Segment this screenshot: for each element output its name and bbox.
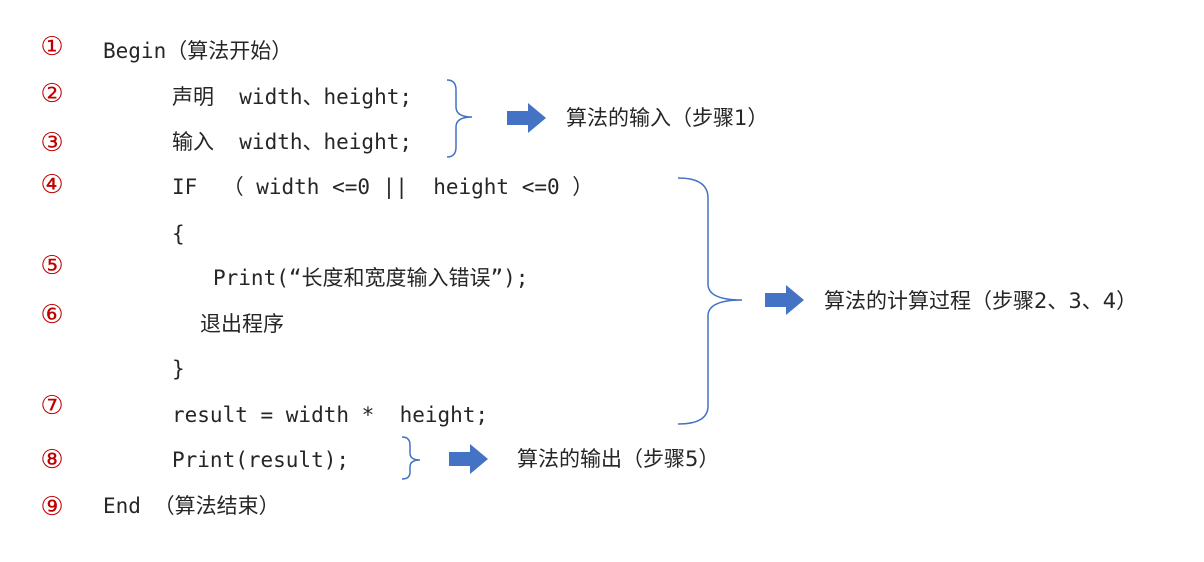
output-arrow [449, 444, 488, 474]
code-line-open-brace: { [172, 222, 185, 246]
step-number-3: ③ [40, 128, 64, 158]
step-number-5: ⑤ [40, 251, 64, 281]
step-number-8: ⑧ [40, 445, 64, 475]
step-number-2: ② [40, 79, 64, 109]
step-number-6: ⑥ [40, 300, 64, 330]
code-line-result: result = width * height; [172, 403, 489, 427]
annotation-process: 算法的计算过程（步骤2、3、4） [824, 289, 1138, 313]
step-number-1: ① [40, 32, 64, 62]
code-line-close-brace: } [172, 357, 185, 381]
code-line-print-error: Print(“长度和宽度输入错误”); [213, 266, 529, 290]
step-number-9: ⑨ [40, 492, 64, 522]
step-number-4: ④ [40, 170, 64, 200]
process-bracket [677, 177, 743, 425]
code-line-declare: 声明 width、height; [172, 85, 413, 109]
output-bracket [401, 436, 421, 480]
input-arrow [507, 103, 546, 133]
input-bracket [446, 79, 473, 158]
code-line-begin: Begin（算法开始） [103, 39, 293, 63]
annotation-input: 算法的输入（步骤1） [566, 106, 769, 130]
code-line-if: IF （ width <=0 || height <=0 ） [172, 175, 594, 199]
code-line-input: 输入 width、height; [172, 130, 413, 154]
code-line-print-result: Print(result); [172, 448, 350, 472]
code-line-exit: 退出程序 [200, 312, 284, 336]
step-number-7: ⑦ [40, 391, 64, 421]
process-arrow [765, 285, 804, 315]
code-line-end: End （算法结束） [103, 494, 280, 518]
annotation-output: 算法的输出（步骤5） [517, 447, 720, 471]
